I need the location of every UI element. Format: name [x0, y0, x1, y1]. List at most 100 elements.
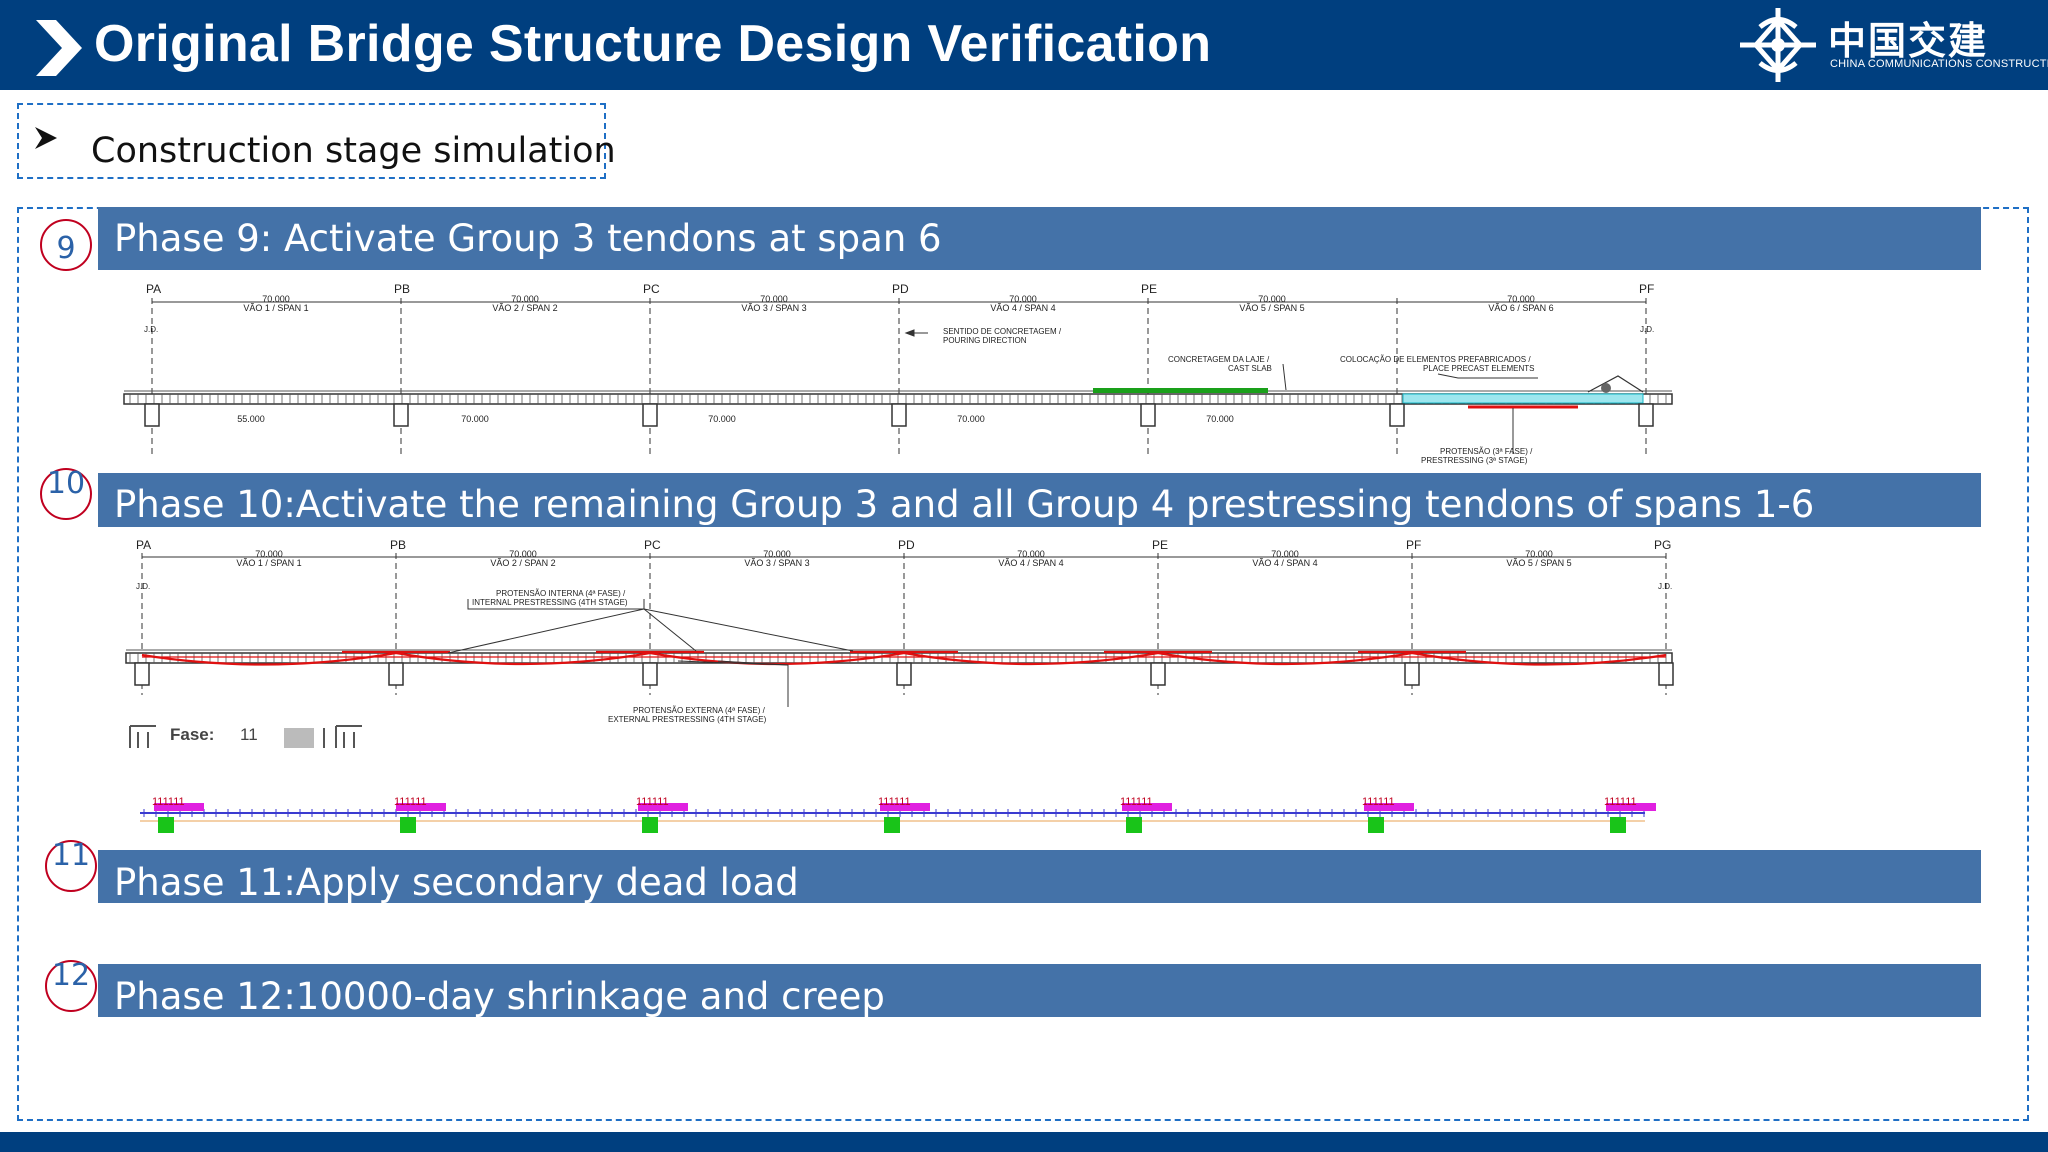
- fem-support-node: [884, 817, 900, 833]
- pier-label: PE: [1152, 538, 1168, 552]
- pouring-direction-label: SENTIDO DE CONCRETAGEM /: [943, 327, 1062, 336]
- phase-9-elevation-drawing: PA PB PC PD PE PF 70.000 70.000 70.000 7…: [118, 278, 1678, 468]
- chevron-right-icon: [36, 20, 82, 76]
- footer-bar: [0, 1132, 2048, 1152]
- segment-length: 70.000: [708, 414, 736, 424]
- segment-length: 70.000: [461, 414, 489, 424]
- fem-load-marker: [1606, 803, 1656, 811]
- support-legend-icon: [129, 725, 156, 748]
- jd-label: J.D.: [1640, 325, 1654, 334]
- pier-label: PF: [1639, 282, 1654, 296]
- header-bar: Original Bridge Structure Design Verific…: [0, 0, 2048, 90]
- span-name: VÃO 4 / SPAN 4: [990, 303, 1055, 313]
- pier-label: PB: [390, 538, 406, 552]
- fem-load-marker: [154, 803, 204, 811]
- fem-boundary-label: 111111: [1604, 796, 1637, 808]
- span-name: VÃO 5 / SPAN 5: [1506, 558, 1571, 568]
- page-title: Original Bridge Structure Design Verific…: [94, 15, 1212, 73]
- pier-label: PG: [1654, 538, 1671, 552]
- fem-support-node: [1368, 817, 1384, 833]
- fem-support-node: [158, 817, 174, 833]
- fase-label: Fase:: [170, 725, 214, 744]
- fem-boundary-label: 111111: [636, 796, 669, 808]
- logo-english-text: CHINA COMMUNICATIONS CONSTRUCTION: [1830, 58, 2048, 70]
- fem-boundary-label: 111111: [1120, 796, 1153, 808]
- fem-boundary-label: 111111: [1362, 796, 1395, 808]
- span-length: 70.000: [509, 549, 537, 559]
- pier-label: PC: [644, 538, 661, 552]
- precast-elements-label: PLACE PRECAST ELEMENTS: [1423, 364, 1534, 373]
- span-name: VÃO 4 / SPAN 4: [998, 558, 1063, 568]
- pier-label: PF: [1406, 538, 1421, 552]
- phase-10-number: 10: [40, 468, 92, 520]
- span-length: 70.000: [1271, 549, 1299, 559]
- fem-support-node: [1610, 817, 1626, 833]
- fem-load-marker: [638, 803, 688, 811]
- internal-prestress-label: PROTENSÃO INTERNA (4ª FASE) /: [496, 589, 626, 598]
- fem-load-marker: [396, 803, 446, 811]
- phase-12-bar: Phase 12:10000-day shrinkage and creep: [98, 964, 1981, 1017]
- jd-label: J.D.: [144, 325, 158, 334]
- segment-length: 55.000: [237, 414, 265, 424]
- fem-load-marker: [880, 803, 930, 811]
- span-length: 70.000: [255, 549, 283, 559]
- span-name: VÃO 2 / SPAN 2: [492, 303, 557, 313]
- span-name: VÃO 3 / SPAN 3: [744, 558, 809, 568]
- support-legend-icon: [335, 725, 362, 748]
- ccc-emblem-icon: [1740, 8, 1816, 82]
- span-name: VÃO 5 / SPAN 5: [1239, 303, 1304, 313]
- pier-label: PA: [136, 538, 151, 552]
- stage-3-prestress-label: PRESTRESSING (3ª STAGE): [1421, 456, 1528, 465]
- fase-swatch: [284, 728, 314, 748]
- phase-9-bar: Phase 9: Activate Group 3 tendons at spa…: [98, 207, 1981, 270]
- pier-label: PC: [643, 282, 660, 296]
- span-length: 70.000: [763, 549, 791, 559]
- phase-11-bar: Phase 11:Apply secondary dead load: [98, 850, 1981, 903]
- pouring-direction-label: POURING DIRECTION: [943, 336, 1027, 345]
- fem-boundary-label: 111111: [152, 796, 185, 808]
- span-length: 70.000: [262, 294, 290, 304]
- jd-label: J.D.: [136, 582, 150, 591]
- phase-11-number: 11: [45, 840, 97, 892]
- segment-length: 70.000: [957, 414, 985, 424]
- span-name: VÃO 3 / SPAN 3: [741, 303, 806, 313]
- span-length: 70.000: [760, 294, 788, 304]
- cast-slab-label: CAST SLAB: [1228, 364, 1272, 373]
- precast-elements-label: COLOCAÇÃO DE ELEMENTOS PREFABRICADOS /: [1340, 355, 1531, 364]
- phase-12-number: 12: [45, 960, 97, 1012]
- fem-support-node: [1126, 817, 1142, 833]
- span-length: 70.000: [1507, 294, 1535, 304]
- span-length: 70.000: [1009, 294, 1037, 304]
- internal-prestress-label: INTERNAL PRESTRESSING (4TH STAGE): [472, 598, 628, 607]
- jd-label: J.D.: [1658, 582, 1672, 591]
- pier-label: PD: [898, 538, 915, 552]
- logo-chinese-text: 中国交建: [1828, 19, 1989, 63]
- subtitle-box: Construction stage simulation: [17, 103, 616, 179]
- span-length: 70.000: [1258, 294, 1286, 304]
- span-length: 70.000: [1525, 549, 1553, 559]
- span-name: VÃO 1 / SPAN 1: [243, 303, 308, 313]
- phase-10-elevation-drawing: PA PB PC PD PE PF PG 70.000 70.000 70.00…: [118, 535, 1678, 735]
- stage-3-prestress-label: PROTENSÃO (3ª FASE) /: [1440, 447, 1533, 456]
- span-name: VÃO 2 / SPAN 2: [490, 558, 555, 568]
- phase-9-number: 9: [40, 219, 92, 271]
- pier-label: PA: [146, 282, 161, 296]
- pier-label: PE: [1141, 282, 1157, 296]
- fase-toolbar-fragment: Fase: 11: [128, 720, 388, 750]
- external-prestress-label: PROTENSÃO EXTERNA (4ª FASE) /: [633, 706, 766, 715]
- pier-label: PD: [892, 282, 909, 296]
- fem-support-node: [642, 817, 658, 833]
- fem-load-marker: [1122, 803, 1172, 811]
- span-length: 70.000: [511, 294, 539, 304]
- external-prestress-label: EXTERNAL PRESTRESSING (4TH STAGE): [608, 715, 767, 724]
- span-name: VÃO 6 / SPAN 6: [1488, 303, 1553, 313]
- arrowhead-bullet-icon: [35, 127, 57, 149]
- span-name: VÃO 1 / SPAN 1: [236, 558, 301, 568]
- span-name: VÃO 4 / SPAN 4: [1252, 558, 1317, 568]
- segment-length: 70.000: [1206, 414, 1234, 424]
- fase-value: 11: [240, 725, 258, 744]
- fem-boundary-label: 111111: [878, 796, 911, 808]
- cast-slab-label: CONCRETAGEM DA LAJE /: [1168, 355, 1270, 364]
- phase-10-bar: Phase 10:Activate the remaining Group 3 …: [98, 473, 1981, 527]
